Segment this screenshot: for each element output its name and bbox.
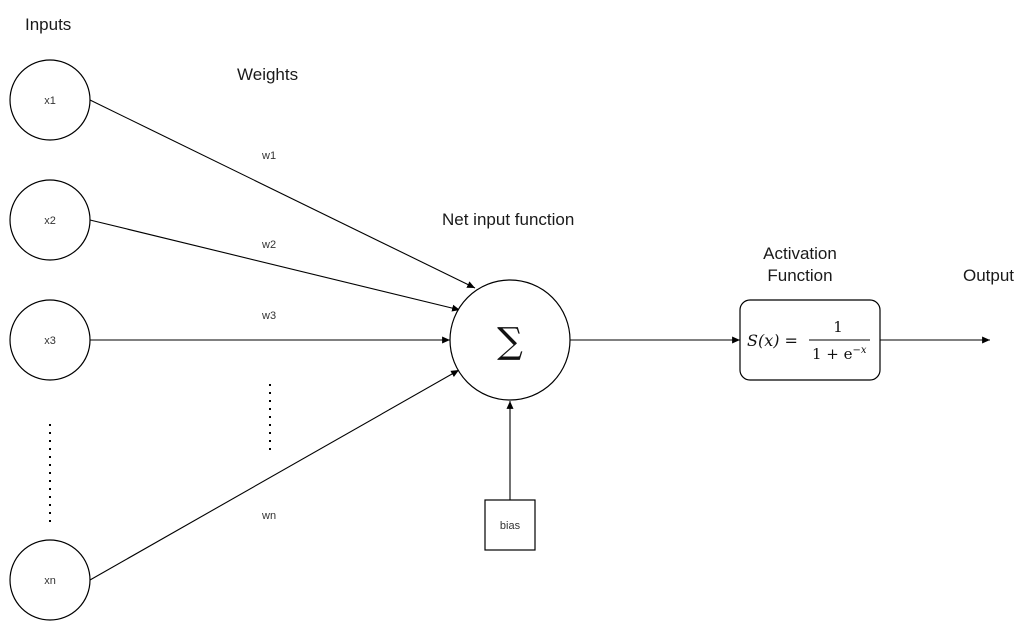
net-input-heading: Net input function (442, 210, 574, 229)
input-node-xn: xn (9, 539, 91, 621)
bias-label: bias (500, 520, 521, 532)
weight-label-w1: w1 (261, 150, 276, 162)
input-node-x3: x3 (9, 299, 91, 381)
input-label-x1: x1 (44, 95, 56, 107)
input-label-x3: x3 (44, 335, 56, 347)
activation-denominator: 1 + e−x (812, 345, 867, 363)
input-label-x2: x2 (44, 215, 56, 227)
activation-heading-line1: Activation (763, 244, 837, 263)
edge-x2 (89, 219, 461, 312)
activation-numerator: 1 (833, 318, 843, 336)
weight-label-w2: w2 (261, 239, 276, 251)
summation-node: ∑ (449, 279, 571, 401)
input-node-x2: x2 (9, 179, 91, 261)
input-label-xn: xn (44, 575, 56, 587)
weight-label-w3: w3 (261, 310, 276, 322)
edge-xn (89, 369, 460, 581)
activation-node: S(x) = 1 1 + e−x (739, 299, 881, 381)
edge-x1 (89, 99, 476, 289)
weight-label-wn: wn (261, 510, 276, 522)
sigma-icon: ∑ (497, 321, 523, 362)
activation-lhs: S(x) = (747, 331, 798, 350)
input-node-x1: x1 (9, 59, 91, 141)
inputs-heading: Inputs (25, 15, 71, 34)
weights-heading: Weights (237, 65, 298, 84)
output-heading: Output (963, 266, 1014, 285)
bias-node: bias (484, 499, 536, 551)
activation-heading-line2: Function (767, 266, 832, 285)
